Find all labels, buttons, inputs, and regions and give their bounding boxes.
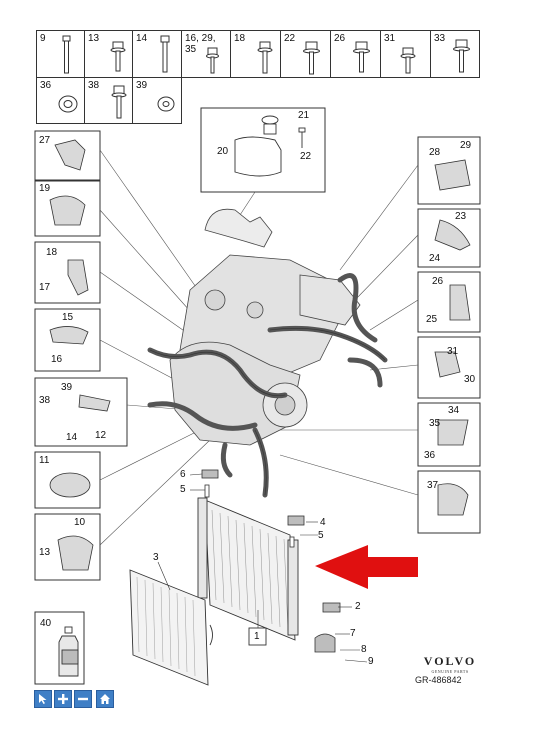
callout-37[interactable]: 37	[427, 480, 439, 491]
hose-outlines	[149, 328, 386, 496]
callout-10[interactable]: 10	[74, 517, 86, 528]
detail-box-23-24	[417, 208, 481, 268]
callout-24[interactable]: 24	[429, 253, 441, 264]
part-cell-36[interactable]: 36	[36, 77, 85, 124]
callout-12[interactable]: 12	[95, 430, 107, 441]
cursor-button[interactable]	[34, 690, 52, 708]
flange-bolt-icon	[206, 47, 219, 74]
callout-21[interactable]: 21	[298, 110, 310, 121]
part-cell-33[interactable]: 33	[430, 30, 480, 78]
part-cell-22[interactable]: 22	[280, 30, 331, 78]
callout-1[interactable]: 1	[254, 631, 260, 642]
callout-29[interactable]: 29	[460, 140, 472, 151]
detail-box-25-26	[417, 271, 481, 333]
callout-22[interactable]: 22	[300, 151, 312, 162]
callout-40[interactable]: 40	[40, 618, 52, 629]
callout-25[interactable]: 25	[426, 314, 438, 325]
callout-14[interactable]: 14	[66, 432, 78, 443]
detail-box-17-18	[34, 241, 101, 304]
callout-38[interactable]: 38	[39, 395, 51, 406]
callout-31[interactable]: 31	[447, 346, 459, 357]
callout-20[interactable]: 20	[217, 146, 229, 157]
zoom-out-button[interactable]	[74, 690, 92, 708]
detail-box-30-31	[417, 336, 481, 399]
callout-6[interactable]: 6	[180, 469, 186, 480]
detail-box-10-13	[34, 513, 101, 581]
callout-34[interactable]: 34	[448, 405, 460, 416]
flange-bolt-icon	[303, 41, 320, 75]
callout-30[interactable]: 30	[464, 374, 476, 385]
volvo-logo: VOLVO GENUINE PARTS	[420, 654, 480, 674]
callout-39[interactable]: 39	[61, 382, 73, 393]
callout-11[interactable]: 11	[39, 455, 50, 466]
callout-15[interactable]: 15	[62, 312, 74, 323]
callout-5-upper[interactable]: 5	[180, 484, 186, 495]
callout-17[interactable]: 17	[39, 282, 51, 293]
callout-8[interactable]: 8	[361, 644, 367, 655]
detail-box-28-29	[417, 136, 481, 205]
callout-7[interactable]: 7	[350, 628, 356, 639]
bolt-icon	[62, 35, 71, 74]
callout-26[interactable]: 26	[432, 276, 444, 287]
callout-4[interactable]: 4	[320, 517, 326, 528]
detail-box-27	[34, 130, 101, 182]
callout-19[interactable]: 19	[39, 183, 51, 194]
diagram-reference: GR-486842	[415, 675, 462, 685]
minus-icon	[78, 697, 88, 701]
logo-text: VOLVO	[423, 654, 477, 668]
callout-box-1	[248, 627, 267, 646]
callout-3[interactable]: 3	[153, 552, 159, 563]
cursor-icon	[39, 694, 47, 704]
detail-box-34-36	[417, 402, 481, 467]
callout-28[interactable]: 28	[429, 147, 441, 158]
flange-bolt-icon	[453, 39, 470, 73]
grommet-icon	[58, 95, 78, 113]
highlight-arrow	[315, 545, 418, 589]
callout-leaders	[157, 473, 368, 663]
part-cell-9[interactable]: 9	[36, 30, 85, 78]
part-cell-39[interactable]: 39	[132, 77, 182, 124]
bolt-icon	[160, 35, 170, 73]
detail-box-expansion-tank	[200, 107, 326, 193]
flange-bolt-icon	[110, 41, 126, 72]
washer-icon	[157, 96, 175, 112]
detail-box-12-14-38-39	[34, 377, 128, 447]
callout-9[interactable]: 9	[368, 656, 374, 667]
callout-2[interactable]: 2	[355, 601, 361, 612]
detail-box-19	[34, 179, 101, 237]
home-icon	[100, 694, 110, 704]
callout-23[interactable]: 23	[455, 211, 467, 222]
condenser	[129, 569, 213, 686]
coolant-bottle	[58, 626, 79, 677]
leader-lines	[99, 149, 419, 546]
logo-subtext: GENUINE PARTS	[431, 669, 469, 674]
callout-27[interactable]: 27	[39, 135, 51, 146]
radiator	[197, 497, 299, 641]
callout-36[interactable]: 36	[424, 450, 436, 461]
flange-bolt-icon	[400, 47, 416, 74]
detail-box-40	[34, 611, 85, 685]
callout-16[interactable]: 16	[51, 354, 63, 365]
part-cell-38[interactable]: 38	[84, 77, 133, 124]
engine-assembly	[169, 208, 361, 446]
flange-bolt-icon	[353, 41, 370, 73]
callout-5-lower[interactable]: 5	[318, 530, 324, 541]
zoom-in-button[interactable]	[54, 690, 72, 708]
radiator-brackets	[201, 469, 341, 653]
flange-bolt-icon	[111, 85, 127, 119]
flange-bolt-icon	[257, 41, 273, 74]
home-button[interactable]	[96, 690, 114, 708]
callout-35[interactable]: 35	[429, 418, 441, 429]
detail-sketches	[49, 139, 471, 571]
part-cell-26[interactable]: 26	[330, 30, 381, 78]
plus-icon	[58, 694, 68, 704]
callout-18[interactable]: 18	[46, 247, 58, 258]
callout-13[interactable]: 13	[39, 547, 51, 558]
expansion-tank	[234, 115, 306, 177]
detail-box-37	[417, 470, 481, 534]
